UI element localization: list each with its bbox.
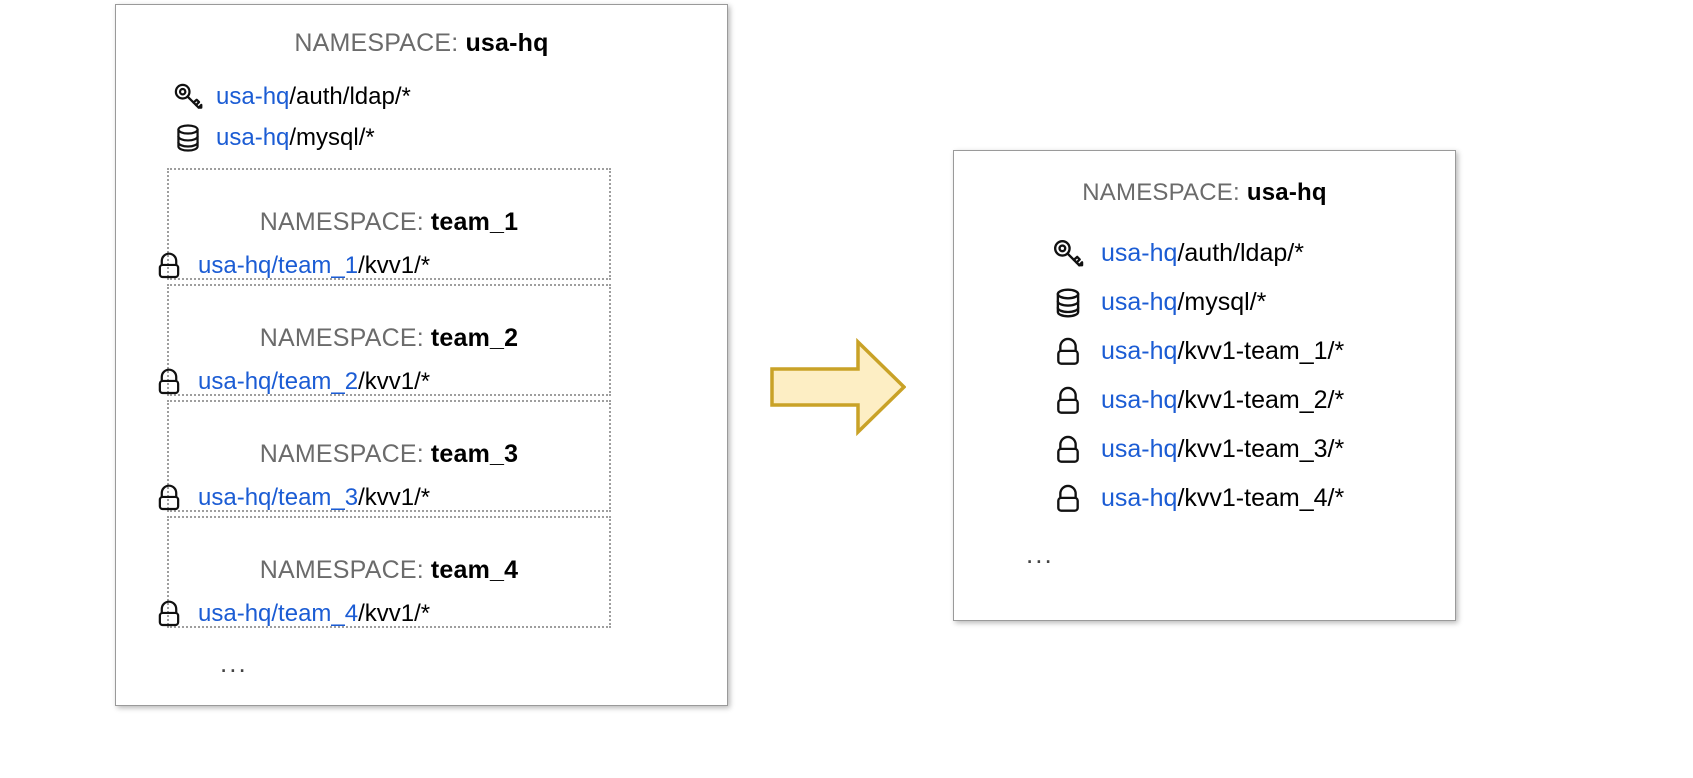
path-entry-row: usa-hq/team_3/kvv1/* [149,481,609,515]
lock-icon [1047,383,1089,419]
key-icon [1047,236,1089,272]
path-entry-row: usa-hq/auth/ldap/* [168,76,727,117]
path-namespace-segment: usa-hq/team_2 [198,368,359,395]
path-entry-row: usa-hq/auth/ldap/* [1047,229,1455,278]
path-namespace-segment: usa-hq/team_4 [198,600,359,627]
namespace-value: team_2 [430,324,519,352]
namespace-label: NAMESPACE: [1082,179,1240,206]
right-namespace-panel: NAMESPACE:usa-hq usa-hq/auth/ldap/*usa-h… [953,150,1456,621]
path-entry-row: usa-hq/kvv1-team_1/* [1047,327,1455,376]
lock-icon [149,365,189,399]
path-suffix-segment: /kvv1-team_4/* [1177,484,1345,512]
path-suffix-segment: /mysql/* [289,123,375,151]
lock-icon [149,597,189,631]
lock-icon [1047,432,1089,468]
team-namespace-header: NAMESPACE:team_3 [169,440,609,469]
lock-icon [149,481,189,515]
path-namespace-segment: usa-hq [1101,288,1178,316]
right-panel-ellipsis: ... [1026,539,1054,569]
path-suffix-segment: /auth/ldap/* [289,82,411,110]
left-panel-ellipsis: ... [220,648,248,678]
path-suffix-segment: /kvv1/* [358,368,431,395]
path-entry-row: usa-hq/kvv1-team_3/* [1047,425,1455,474]
namespace-value: team_4 [430,556,519,584]
path-namespace-segment: usa-hq [1101,337,1178,365]
path-namespace-segment: usa-hq [216,123,290,151]
team-namespace-header: NAMESPACE:team_2 [169,324,609,353]
path-text: usa-hq/kvv1-team_2/* [1101,388,1344,413]
path-namespace-segment: usa-hq [1101,239,1178,267]
namespace-label: NAMESPACE: [259,556,424,584]
path-namespace-segment: usa-hq [1101,484,1178,512]
path-entry-row: usa-hq/team_1/kvv1/* [149,249,609,283]
namespace-value: usa-hq [1246,179,1327,206]
path-entry-row: usa-hq/team_2/kvv1/* [149,365,609,399]
path-text: usa-hq/team_1/kvv1/* [198,252,430,280]
path-suffix-segment: /auth/ldap/* [1177,239,1304,267]
path-text: usa-hq/mysql/* [216,123,375,151]
path-entry-row: usa-hq/mysql/* [168,117,727,158]
path-entry-row: usa-hq/kvv1-team_4/* [1047,474,1455,523]
team-namespace-header: NAMESPACE:team_4 [169,556,609,585]
path-text: usa-hq/team_3/kvv1/* [198,484,430,512]
path-namespace-segment: usa-hq [1101,435,1178,463]
path-entry-row: usa-hq/kvv1-team_2/* [1047,376,1455,425]
right-block-arrow-icon [770,337,907,437]
path-namespace-segment: usa-hq [1101,386,1178,414]
team-namespace-header: NAMESPACE:team_1 [169,208,609,237]
namespace-label: NAMESPACE: [259,324,424,352]
path-suffix-segment: /kvv1/* [358,600,431,627]
key-icon [168,80,208,114]
right-entry-list: usa-hq/auth/ldap/*usa-hq/mysql/*usa-hq/k… [1047,229,1455,523]
path-text: usa-hq/kvv1-team_1/* [1101,339,1344,364]
path-text: usa-hq/auth/ldap/* [1101,241,1304,266]
lock-icon [1047,481,1089,517]
namespace-value: usa-hq [465,29,549,57]
path-namespace-segment: usa-hq/team_3 [198,484,359,511]
path-suffix-segment: /kvv1/* [358,484,431,511]
lock-icon [1047,334,1089,370]
path-text: usa-hq/team_2/kvv1/* [198,368,430,396]
left-panel-namespace-header: NAMESPACE:usa-hq [116,29,727,58]
path-text: usa-hq/kvv1-team_3/* [1101,437,1344,462]
path-namespace-segment: usa-hq [216,82,290,110]
namespace-label: NAMESPACE: [294,29,459,57]
right-panel-namespace-header: NAMESPACE:usa-hq [954,179,1455,207]
left-root-entry-list: usa-hq/auth/ldap/*usa-hq/mysql/* [168,76,727,158]
path-text: usa-hq/auth/ldap/* [216,82,411,110]
path-suffix-segment: /mysql/* [1177,288,1267,316]
path-suffix-segment: /kvv1-team_3/* [1177,435,1345,463]
path-namespace-segment: usa-hq/team_1 [198,252,359,279]
path-suffix-segment: /kvv1-team_2/* [1177,386,1345,414]
path-suffix-segment: /kvv1/* [358,252,431,279]
database-icon [168,121,208,155]
namespace-value: team_3 [430,440,519,468]
path-entry-row: usa-hq/mysql/* [1047,278,1455,327]
database-icon [1047,285,1089,321]
namespace-label: NAMESPACE: [259,208,424,236]
lock-icon [149,249,189,283]
namespace-value: team_1 [430,208,519,236]
namespace-label: NAMESPACE: [259,440,424,468]
path-text: usa-hq/kvv1-team_4/* [1101,486,1344,511]
left-namespace-panel: NAMESPACE:usa-hq usa-hq/auth/ldap/*usa-h… [115,4,728,706]
path-text: usa-hq/team_4/kvv1/* [198,600,430,628]
path-suffix-segment: /kvv1-team_1/* [1177,337,1345,365]
path-text: usa-hq/mysql/* [1101,290,1266,315]
path-entry-row: usa-hq/team_4/kvv1/* [149,597,609,631]
